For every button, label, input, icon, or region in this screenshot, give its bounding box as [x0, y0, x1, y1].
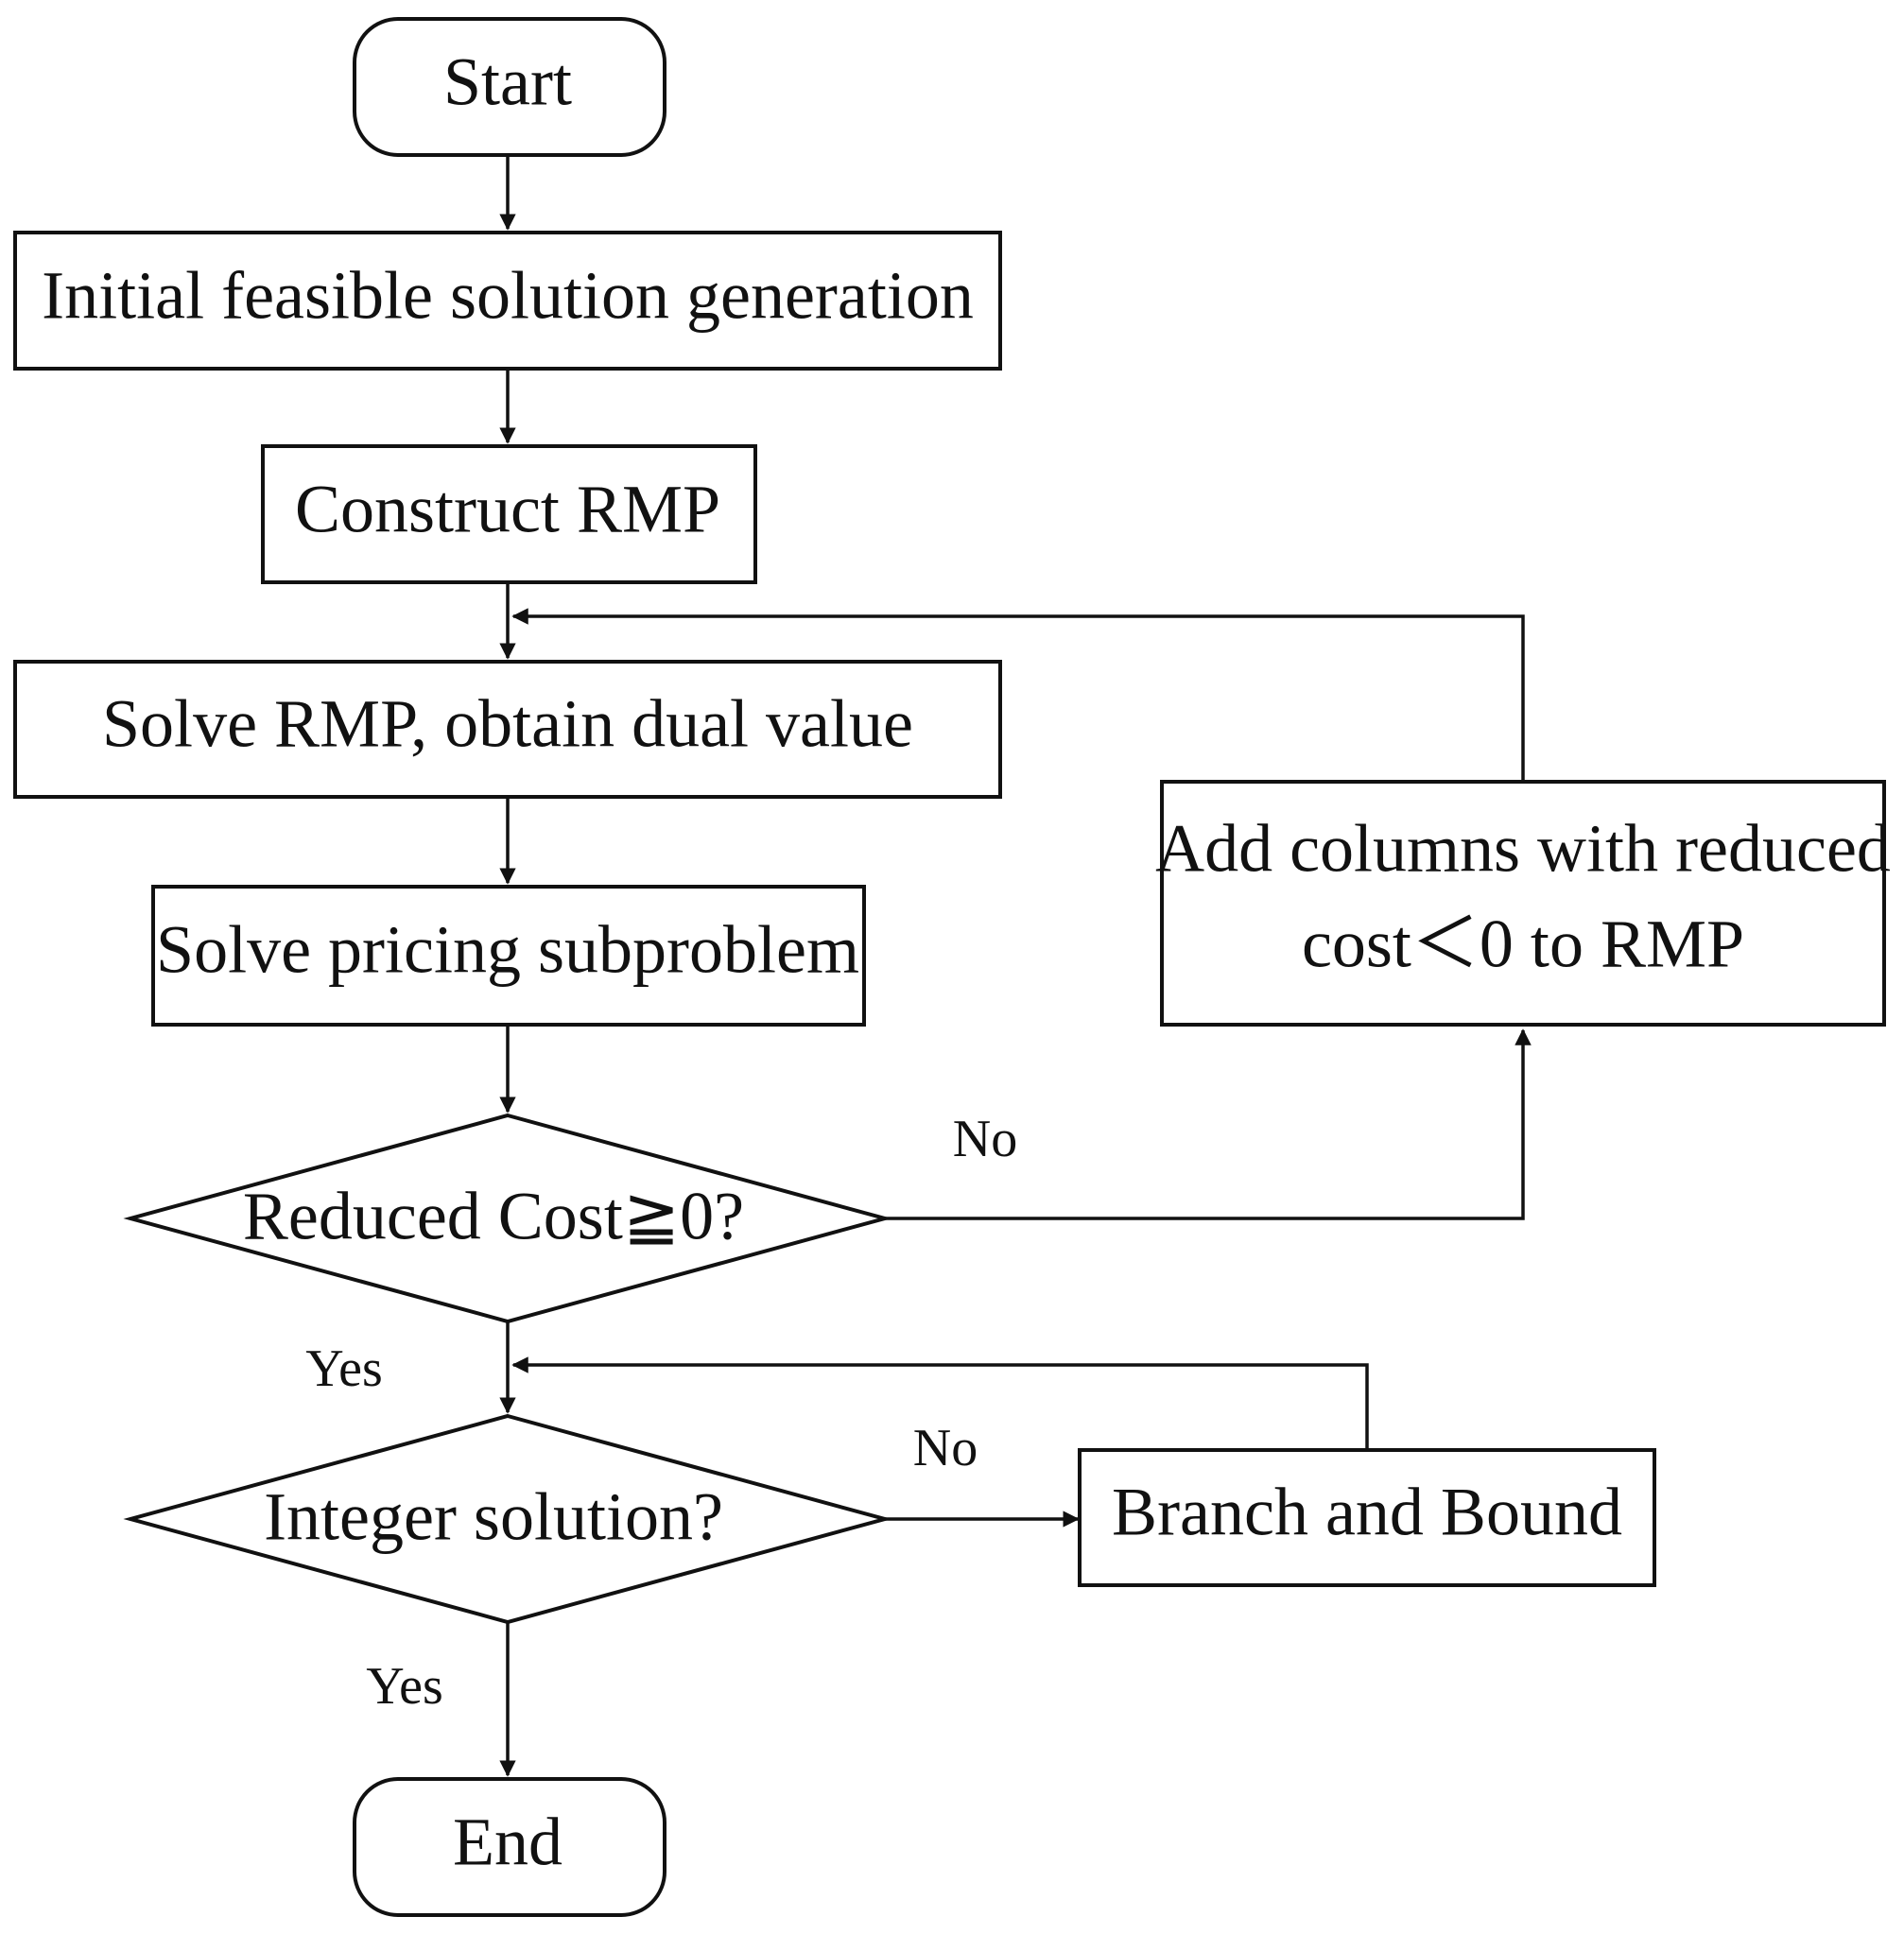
- reduced-cost-decision: [123, 1113, 892, 1324]
- integer-yes-label: Yes: [366, 1657, 442, 1716]
- add-columns-label-line1: Add columns with reduced: [1155, 811, 1891, 887]
- integer-no-label: No: [913, 1419, 978, 1477]
- arrow-add-columns-loop-back: [511, 608, 1525, 782]
- integer-solution-label: Integer solution?: [264, 1479, 723, 1555]
- arrow-reduced-cost-no-to-add-columns: [885, 1028, 1532, 1220]
- start-terminal: [353, 17, 666, 157]
- branch-and-bound-label: Branch and Bound: [1112, 1475, 1622, 1550]
- reduced-cost-label: Reduced Cost≧0?: [243, 1179, 744, 1254]
- end-label: End: [453, 1804, 563, 1880]
- reduced-cost-yes-label: Yes: [305, 1339, 382, 1398]
- add-columns-label-line2: cost＜0 to RMP: [1302, 907, 1744, 982]
- pricing-subproblem-label: Solve pricing subproblem: [156, 912, 859, 988]
- reduced-cost-no-label: No: [953, 1110, 1017, 1168]
- init-solution-label: Initial feasible solution generation: [42, 258, 974, 334]
- arrow-branch-loop-back: [511, 1356, 1369, 1450]
- add-columns-box: [1160, 780, 1886, 1027]
- construct-rmp-label: Construct RMP: [295, 472, 720, 547]
- end-terminal: [353, 1777, 666, 1917]
- solve-rmp-box: [13, 660, 1002, 799]
- solve-rmp-label: Solve RMP, obtain dual value: [102, 686, 913, 762]
- branch-and-bound-box: [1078, 1448, 1656, 1587]
- pricing-subproblem-box: [151, 885, 866, 1027]
- init-solution-box: [13, 231, 1002, 371]
- construct-rmp-box: [261, 444, 757, 584]
- start-label: Start: [443, 44, 572, 120]
- integer-solution-decision: [123, 1413, 892, 1625]
